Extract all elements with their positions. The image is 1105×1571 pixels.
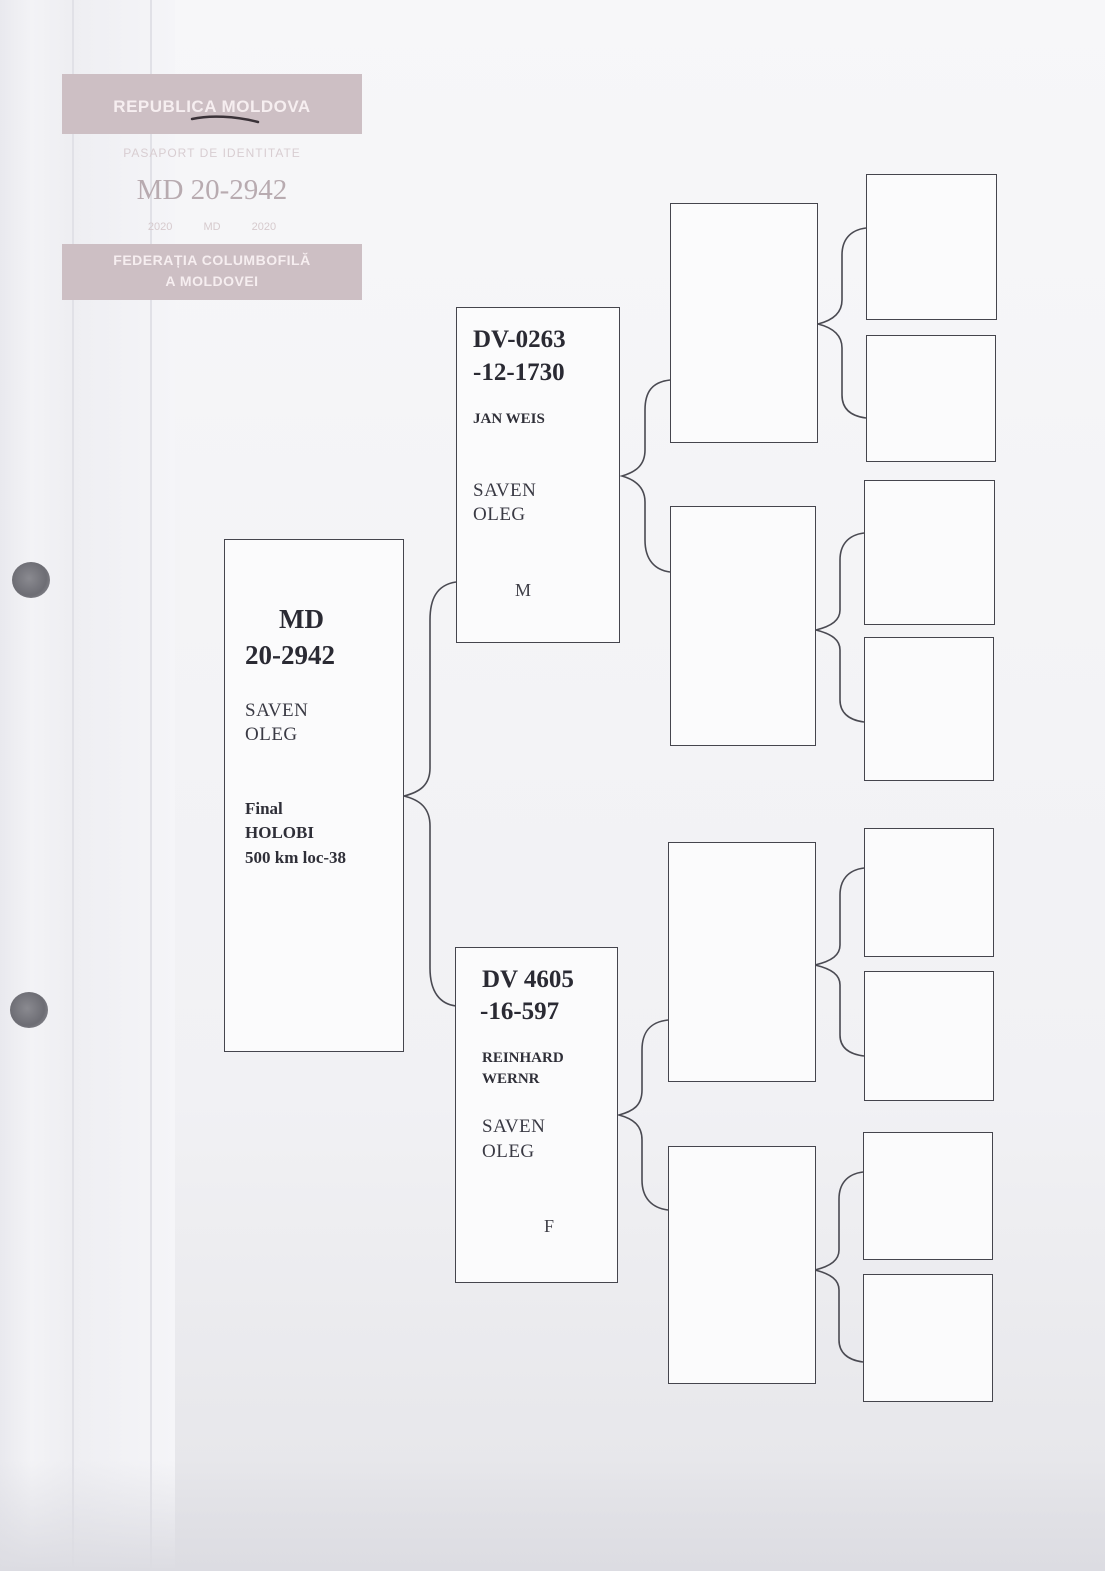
stamp-federation: FEDERAȚIA COLUMBOFILĂ A MOLDOVEI <box>62 244 362 300</box>
stamp-country-code: MD <box>203 221 221 233</box>
dam-owner-line1: SAVEN <box>482 1116 546 1137</box>
binder-line <box>150 0 152 1571</box>
sire-ring-line1: DV-0263 <box>473 326 566 353</box>
sire-owner-line2: OLEG <box>473 504 526 525</box>
sire-ring-line2: -12-1730 <box>473 359 565 386</box>
grandsire-dam-box <box>668 842 816 1082</box>
identity-stamp: REPUBLICA MOLDOVA PASAPORT DE IDENTITATE… <box>62 74 362 300</box>
sire-owner-line1: SAVEN <box>473 480 537 501</box>
punch-hole <box>12 562 50 598</box>
stamp-year-left: 2020 <box>147 221 173 233</box>
dam-ring-line1: DV 4605 <box>482 966 574 993</box>
sire-box: DV-0263 -12-1730 JAN WEIS SAVEN OLEG M <box>456 307 620 643</box>
dam-box: DV 4605 -16-597 REINHARD WERNR SAVEN OLE… <box>455 947 618 1283</box>
great-grandparent-box <box>863 1274 993 1402</box>
sire-breeder: JAN WEIS <box>473 411 545 427</box>
subject-box: MD 20-2942 SAVEN OLEG Final HOLOBI 500 k… <box>224 539 404 1052</box>
dam-breeder-line2: WERNR <box>482 1071 540 1087</box>
page-shadow <box>0 1460 1105 1571</box>
stamp-country: REPUBLICA MOLDOVA <box>62 74 362 134</box>
great-grandparent-box <box>864 971 994 1101</box>
sire-sex: M <box>515 580 532 600</box>
stamp-document-type: PASAPORT DE IDENTITATE <box>123 146 301 160</box>
great-grandparent-box <box>864 480 995 625</box>
subject-ring-line2: 20-2942 <box>245 640 335 670</box>
subject-owner-line1: SAVEN <box>245 700 309 721</box>
stamp-federation-line2: A MOLDOVEI <box>165 273 259 289</box>
subject-result-line1: Final <box>245 799 283 818</box>
dam-owner-line2: OLEG <box>482 1141 535 1162</box>
dam-sex: F <box>544 1216 555 1236</box>
great-grandparent-box <box>866 174 997 320</box>
dam-ring-line2: -16-597 <box>480 998 560 1025</box>
subject-ring-line1: MD <box>279 604 324 634</box>
pen-mark-icon <box>190 115 260 124</box>
stamp-federation-line1: FEDERAȚIA COLUMBOFILĂ <box>113 252 311 268</box>
stamp-code: MD 20-2942 <box>136 174 288 206</box>
grandsire-sire-box <box>670 203 818 443</box>
great-grandparent-box <box>864 637 994 781</box>
binder-line <box>72 0 74 1571</box>
dam-breeder-line1: REINHARD <box>482 1050 564 1066</box>
stamp-year-right: 2020 <box>251 221 277 233</box>
subject-owner-line2: OLEG <box>245 724 298 745</box>
stamp-years: 2020 MD 2020 <box>62 221 362 233</box>
subject-result-line3: 500 km loc-38 <box>245 848 347 867</box>
punch-hole <box>10 992 48 1028</box>
granddam-dam-box <box>668 1146 816 1384</box>
great-grandparent-box <box>866 335 996 462</box>
great-grandparent-box <box>864 828 994 957</box>
great-grandparent-box <box>863 1132 993 1260</box>
subject-result-line2: HOLOBI <box>245 823 314 842</box>
granddam-sire-box <box>670 506 816 746</box>
